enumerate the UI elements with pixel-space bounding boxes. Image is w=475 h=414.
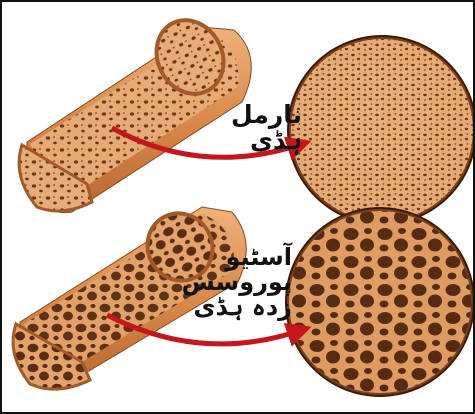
osteoporotic-bone-label-line-3: زدہ ہڈی	[192, 295, 292, 320]
normal-bone-magnified	[287, 35, 473, 226]
osteoporotic-bone-magnified	[285, 207, 473, 398]
osteoporotic-bone-label-line-2: پوروسس	[192, 270, 292, 295]
osteoporotic-bone-label-line-1: آسٹیو	[192, 245, 292, 270]
normal-bone-label: نارمل ہڈی	[192, 102, 302, 155]
osteoporotic-bone-label: آسٹیو پوروسس زدہ ہڈی	[192, 245, 292, 321]
